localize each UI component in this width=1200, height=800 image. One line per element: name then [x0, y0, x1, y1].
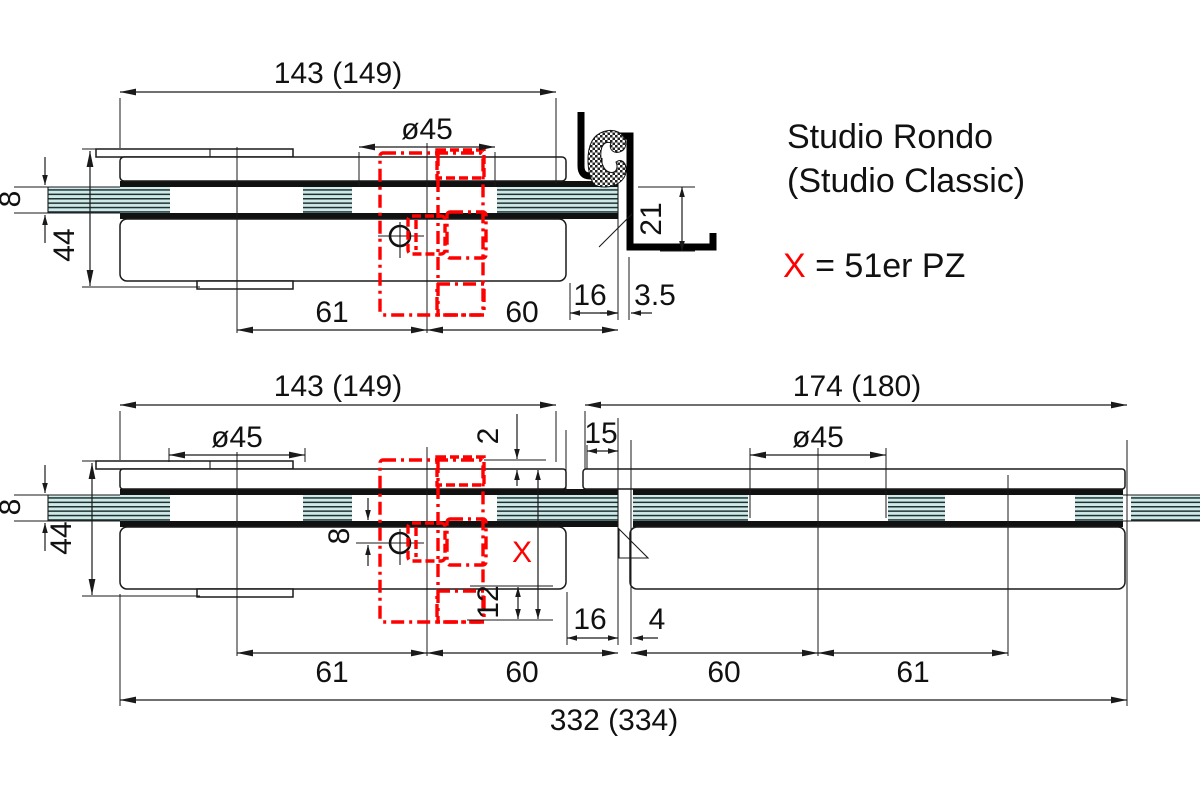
product-title-line1: Studio Rondo — [787, 118, 993, 156]
legend: Studio Rondo (Studio Classic) X = 51er P… — [783, 118, 1025, 285]
cylinder-center-mark-bottom — [356, 529, 424, 565]
upper-dimensions: 143 (149) ø45 8 44 21 16 3 — [0, 57, 695, 334]
dim-rail-height-bottom: 44 — [45, 521, 78, 554]
lock-case-outline — [378, 148, 488, 317]
rail-top-plate — [119, 156, 567, 182]
gasket-seal — [587, 129, 627, 188]
dim-seg2: 60 — [505, 656, 538, 689]
clamping-rail-left — [95, 447, 618, 656]
frame-profile — [577, 112, 717, 251]
dim-overall-top: 143 (149) — [274, 57, 402, 90]
dim-glass-gap: 4 — [649, 603, 666, 636]
rail-bottom-plate — [119, 218, 567, 282]
dim-total: 332 (334) — [550, 704, 678, 737]
rail-bottom-tab — [196, 280, 294, 290]
x-mark: X — [512, 536, 532, 569]
dim-seg1: 61 — [315, 656, 348, 689]
rail-top-lip — [95, 148, 294, 158]
dim-lock-bottom: 12 — [472, 585, 505, 618]
dim-overhang: 15 — [584, 417, 617, 450]
x-legend: X = 51er PZ — [783, 247, 965, 285]
dim-spacing-left-top: 61 — [315, 296, 348, 329]
dim-seal-gap: 3.5 — [634, 279, 676, 312]
profile-leader-line — [598, 213, 633, 248]
lock-case-outline-bottom: X — [378, 455, 532, 624]
dim-cover-diameter: ø45 — [401, 113, 453, 146]
dim-glass-thickness-top: 8 — [0, 191, 27, 208]
dim-lock-axis: 8 — [323, 528, 356, 545]
edge-chamfer-flag — [618, 527, 650, 559]
dim-lock-top: 2 — [472, 428, 505, 445]
dim-overall-right: 174 (180) — [793, 370, 921, 403]
upper-section-view: 143 (149) ø45 8 44 21 16 3 — [0, 57, 717, 334]
dim-seg3: 60 — [707, 656, 740, 689]
dim-spacing-right-top: 60 — [505, 296, 538, 329]
dim-seg4: 61 — [896, 656, 929, 689]
clamping-rail — [95, 143, 618, 333]
dim-glass-thickness-bottom: 8 — [0, 499, 27, 516]
dim-edge-bottom: 16 — [573, 603, 606, 636]
glass-panel — [14, 183, 619, 219]
glass-panel-left — [14, 489, 619, 527]
dim-edge-top: 16 — [573, 279, 606, 312]
x-legend-symbol: X — [783, 247, 806, 285]
dim-cover-diameter-right: ø45 — [792, 421, 844, 454]
dim-overall-left: 143 (149) — [274, 370, 402, 403]
clamping-rail-right — [582, 448, 1126, 656]
dim-rail-height-top: 44 — [48, 228, 81, 261]
glass-panel-right — [633, 494, 1200, 522]
lower-plan-view: X 143 (149) 174 (180) ø45 ø45 2 — [0, 370, 1200, 737]
dim-cover-diameter-left: ø45 — [211, 421, 263, 454]
product-title-line2: (Studio Classic) — [787, 162, 1025, 200]
dim-frame-depth: 21 — [635, 202, 668, 235]
cylinder-outline — [406, 214, 447, 256]
x-legend-value: = 51er PZ — [806, 247, 966, 285]
lower-dimensions: 143 (149) 174 (180) ø45 ø45 2 15 — [0, 370, 1128, 737]
